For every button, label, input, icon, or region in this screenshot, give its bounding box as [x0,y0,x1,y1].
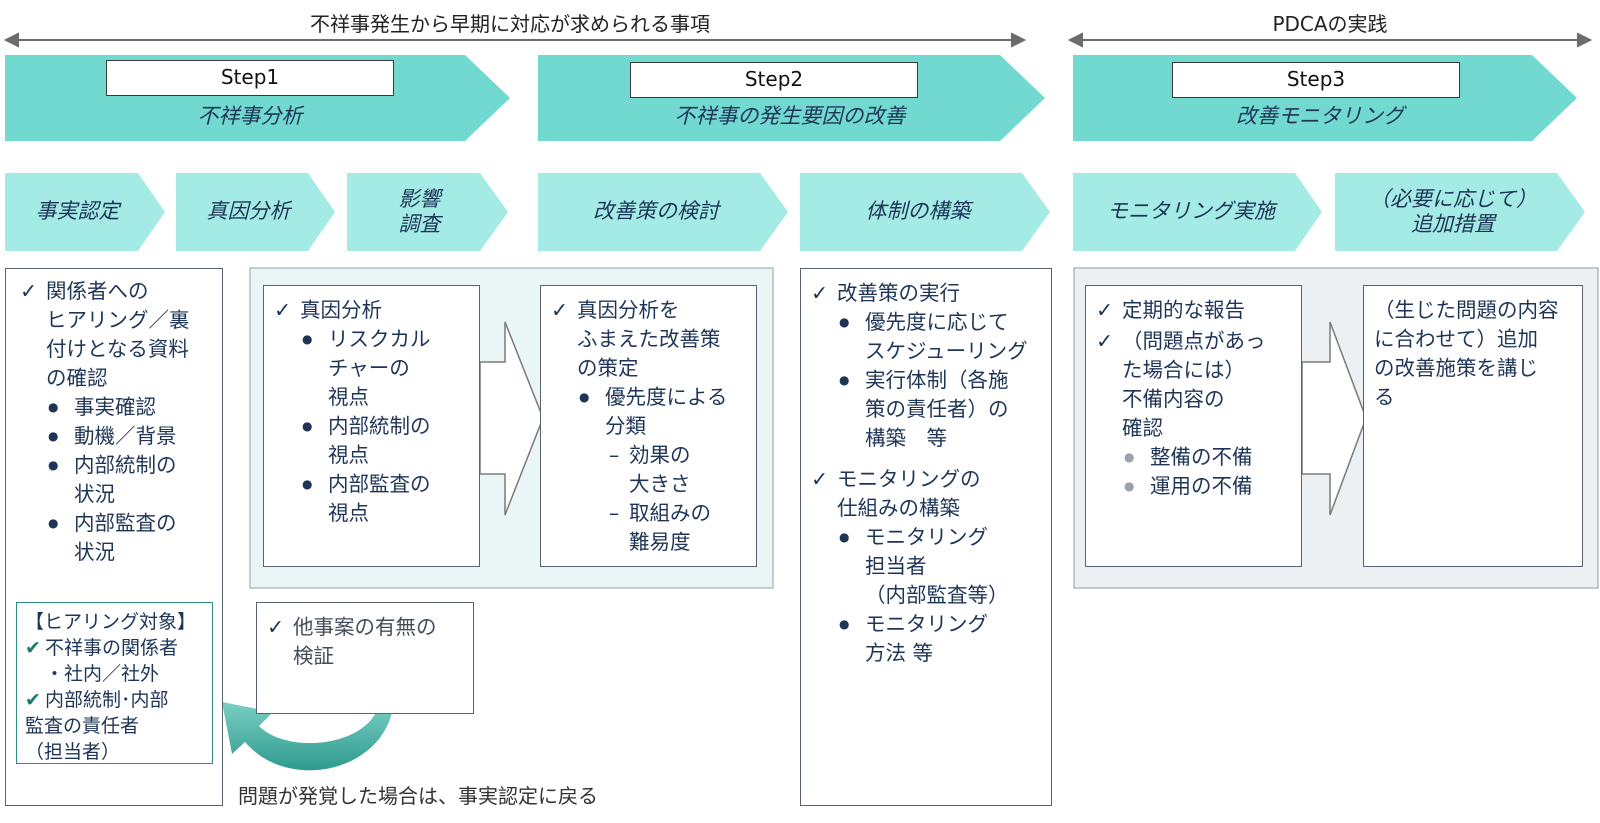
check-item: 他事案の有無の 検証 [267,613,467,671]
dash-item: 効果の 大きさ [551,441,750,499]
top-span-arrow-left [3,32,1027,48]
check-item: 定期的な報告 [1096,296,1295,325]
bullet-item: 動機／背景 [20,422,216,451]
check-item: モニタリングの 仕組みの構築 [811,465,1045,523]
substep-impact-survey: 影響 調査 [398,186,441,236]
step2-label: Step2 [630,62,918,98]
substep-chevron-3 [347,173,508,251]
substep-chevron-2 [176,173,335,251]
step3-title: 改善モニタリング [1236,104,1404,128]
bullet-item: 運用の不備 [1096,472,1295,501]
step2-title: 不祥事の発生要因の改善 [674,104,906,128]
check-item: 関係者への ヒアリング／裏 付けとなる資料 の確認 [20,277,216,393]
substep-chevron-6 [1073,173,1322,251]
check-item: （問題点があっ た場合には） 不備内容の 確認 [1096,327,1295,443]
substep-chevron-7 [1335,173,1585,251]
bullet-item: 事実確認 [20,393,216,422]
bullet-item: モニタリング 担当者 （内部監査等） [811,523,1045,610]
check-item: 真因分析 [274,296,473,325]
bullet-item: 優先度による 分類 [551,383,750,441]
bullet-item: モニタリング 方法 等 [811,610,1045,668]
text-item: 監査の責任者 [25,715,140,737]
text-item: （担当者） [25,741,121,763]
list-spacer [811,453,1045,465]
bullet-item: リスクカル チャーの 視点 [274,325,473,412]
substep-additional-measures: （必要に応じて） 追加措置 [1369,186,1537,236]
bullet-item: 内部監査の 状況 [20,509,216,567]
monitoring-card: 定期的な報告（問題点があっ た場合には） 不備内容の 確認整備の不備運用の不備 [1085,285,1302,567]
improvement-card: 真因分析を ふまえた改善策 の策定優先度による 分類効果の 大きさ取組みの 難易… [540,285,757,567]
substep-chevron-5 [800,173,1050,251]
flow-arrow-step3 [1301,321,1367,516]
text-item: （生じた問題の内容 に合わせて）追加 の改善施策を講じ る [1374,298,1559,409]
hearing-target-title: 【ヒアリング対象】 [25,611,197,633]
text-item: ・社内／社外 [45,663,160,685]
bullet-item: 実行体制（各施 策の責任者）の 構築 等 [811,366,1045,453]
top-span-arrow-right [1067,32,1593,48]
dash-item: 取組みの 難易度 [551,499,750,557]
bullet-item: 整備の不備 [1096,443,1295,472]
substep-root-cause: 真因分析 [206,199,291,224]
system-building-card: 改善策の実行優先度に応じて スケジューリング実行体制（各施 策の責任者）の 構築… [800,268,1052,806]
bullet-item: 内部監査の 視点 [274,470,473,528]
check-item: 改善策の実行 [811,279,1045,308]
step1-label: Step1 [106,60,394,96]
bullet-item: 内部統制の 状況 [20,451,216,509]
root-cause-card: 真因分析リスクカル チャーの 視点内部統制の 視点内部監査の 視点 [263,285,480,567]
step3-label: Step3 [1172,62,1460,98]
check-item: 真因分析を ふまえた改善策 の策定 [551,296,750,383]
other-cases-card: 他事案の有無の 検証 [256,602,474,714]
substep-chevron-1 [5,173,165,251]
check-item: 内部統制･内部 [25,687,206,713]
return-note: 問題が発覚した場合は、事実認定に戻る [238,784,598,808]
substep-improvement-plan: 改善策の検討 [593,199,719,224]
substep-monitoring: モニタリング実施 [1107,199,1275,224]
substep-fact-finding: 事実認定 [35,199,120,224]
left-span-label: 不祥事発生から早期に対応が求められる事項 [310,12,710,36]
right-span-label: PDCAの実践 [1272,12,1388,36]
bullet-item: 内部統制の 視点 [274,412,473,470]
bullet-item: 優先度に応じて スケジューリング [811,308,1045,366]
substep-system-building: 体制の構築 [865,199,971,224]
additional-measures-card: （生じた問題の内容 に合わせて）追加 の改善施策を講じ る [1363,285,1583,567]
step1-title: 不祥事分析 [197,104,303,128]
substep-chevron-4 [538,173,788,251]
return-curved-arrow [222,697,394,771]
flow-arrow-step2 [479,321,544,516]
check-item: 不祥事の関係者 [25,635,206,661]
